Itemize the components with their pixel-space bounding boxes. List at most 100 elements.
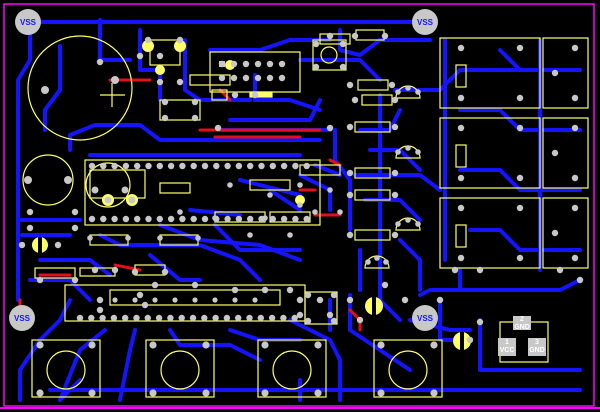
pad	[304, 291, 312, 299]
pad	[122, 162, 130, 170]
pad	[312, 40, 320, 48]
pad	[122, 215, 130, 223]
pad	[88, 314, 95, 322]
pad	[381, 281, 389, 289]
pad	[326, 124, 334, 132]
pad	[377, 389, 385, 397]
pad	[267, 192, 273, 198]
pad	[91, 266, 99, 274]
pad	[391, 191, 399, 199]
mounting-hole-top-right: VSS	[412, 9, 438, 35]
pad	[202, 389, 210, 397]
pad-layer	[18, 32, 584, 397]
pad	[269, 215, 276, 223]
pad	[296, 296, 304, 304]
pad	[262, 215, 268, 221]
pad	[230, 74, 238, 82]
pad	[571, 204, 579, 212]
pad	[212, 215, 218, 221]
pad	[476, 318, 484, 326]
pad	[316, 296, 324, 304]
pad	[141, 301, 149, 309]
pad	[257, 314, 264, 322]
pad	[151, 281, 159, 289]
pad	[395, 149, 401, 155]
pad	[304, 317, 312, 325]
pad	[179, 215, 186, 223]
pad	[54, 241, 62, 249]
mounting-hole-label: VSS	[14, 314, 31, 323]
mounting-hole-label: VSS	[20, 18, 37, 27]
pad	[189, 314, 197, 322]
pad	[230, 60, 238, 68]
pad	[111, 76, 119, 84]
pad	[405, 145, 411, 151]
pad	[111, 215, 118, 223]
pad	[224, 215, 231, 223]
pad	[232, 297, 238, 303]
pad	[326, 311, 334, 319]
pad	[110, 314, 118, 322]
pad	[156, 162, 163, 170]
pad	[516, 94, 524, 102]
pad	[457, 44, 465, 52]
button-1-outline	[31, 339, 101, 398]
pad	[191, 98, 199, 106]
pad	[235, 314, 242, 322]
pad	[190, 162, 197, 170]
pad	[179, 162, 186, 170]
pad	[202, 341, 210, 349]
pad	[172, 297, 178, 303]
pad	[516, 44, 524, 52]
pad	[388, 81, 396, 89]
pad	[337, 209, 343, 215]
pad	[303, 215, 310, 223]
pad	[161, 98, 169, 106]
pad	[391, 123, 399, 131]
pad	[457, 204, 465, 212]
pad	[303, 162, 310, 170]
pad	[356, 316, 364, 324]
pad	[391, 231, 399, 239]
pad	[247, 215, 254, 223]
pad	[212, 297, 218, 303]
pad	[18, 241, 26, 249]
pad	[99, 314, 106, 322]
pad	[346, 123, 354, 131]
pad	[132, 297, 138, 303]
mounting-holes: VSS VSS VSS VSS	[9, 9, 438, 331]
pad	[556, 266, 564, 274]
pad	[280, 314, 287, 322]
pad	[571, 44, 579, 52]
pad	[351, 32, 359, 40]
pad	[312, 63, 320, 71]
pad	[261, 341, 269, 349]
pad	[235, 215, 243, 223]
pad	[551, 69, 559, 77]
pad	[195, 235, 201, 241]
pin3-name: GND	[529, 347, 545, 354]
pad	[100, 215, 107, 223]
pad	[71, 208, 79, 216]
pad	[212, 314, 219, 322]
pad	[314, 389, 322, 397]
buzzer-outline	[22, 154, 74, 206]
pad	[131, 268, 139, 276]
pad	[111, 266, 119, 274]
pad	[156, 78, 164, 86]
pad	[231, 286, 239, 294]
pad	[231, 91, 239, 99]
pad	[346, 231, 354, 239]
pad	[292, 215, 299, 223]
pad	[100, 162, 107, 170]
pad	[88, 389, 96, 397]
pad	[121, 186, 129, 194]
pad	[516, 124, 524, 132]
pad	[152, 297, 158, 303]
pad	[395, 89, 401, 95]
pad	[296, 311, 304, 319]
relay-3-outline	[439, 197, 541, 269]
pad	[145, 215, 152, 223]
pad	[278, 60, 286, 68]
